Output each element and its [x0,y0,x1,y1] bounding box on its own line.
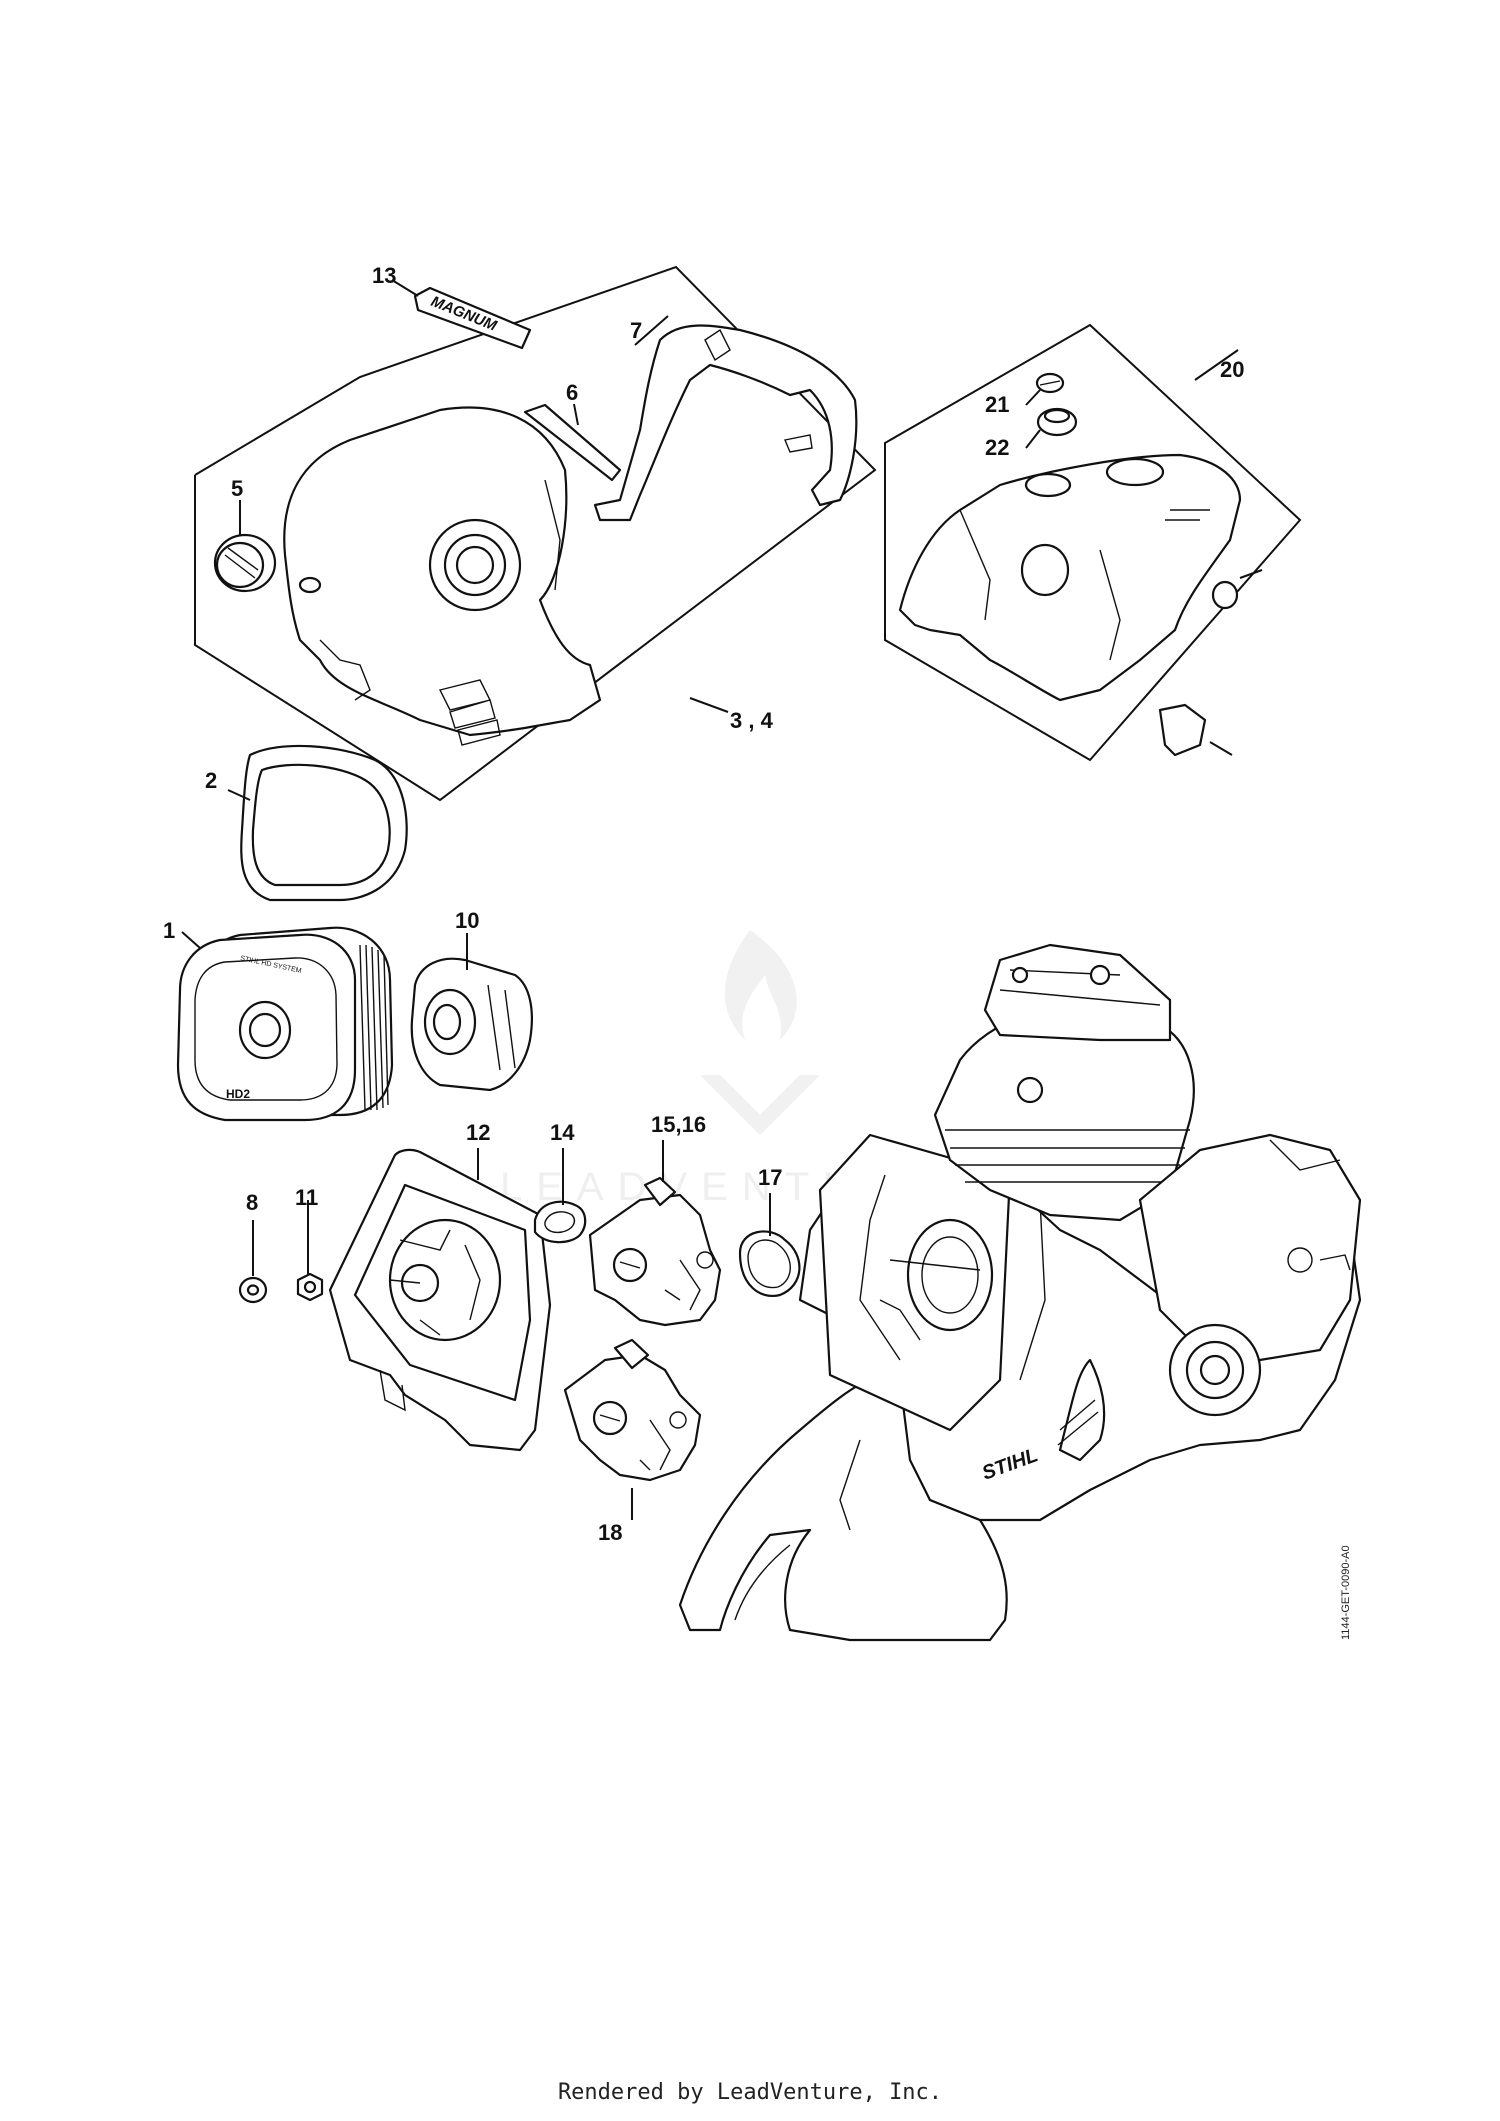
filter-badge-text: HD2 [226,1087,250,1101]
part-19-screw [1035,372,1065,394]
group-box-18 [884,323,1302,762]
part-7-handle [593,324,858,522]
part-8-magnum-decal: MAGNUM [413,286,532,350]
part-15-16-carburetor [563,1338,702,1482]
callout-13: 14 [550,1120,575,1145]
part-2-filter-band [240,744,408,902]
part-10-intake-fitting [410,957,533,1092]
callout-1: 1 [163,918,175,943]
part-17-gasket [738,1230,801,1298]
part-12-carb-box [328,1148,552,1452]
part-3-4-shroud-cover [283,406,602,746]
callout-19: 21 [985,392,1009,417]
part-5-knob [213,533,277,593]
drawing-number: 1144-GET-0090-A0 [1340,1545,1352,1640]
part-6-seal-strip [523,403,622,482]
part-11-nut [296,1272,324,1302]
callout-11: 11 [295,1185,318,1210]
part-22-clip [1158,703,1207,757]
part-20-grommet [1036,407,1078,437]
callout-12: 12 [466,1120,490,1145]
part-14-carburetor [588,1176,722,1327]
callout-5: 5 [231,476,243,501]
leader-lines [181,279,1263,1520]
part-9-washer [238,1276,268,1304]
clutch-side [1138,1133,1362,1417]
callout-18: 20 [1220,357,1244,382]
callout-9: 8 [246,1190,258,1215]
footer-credit: Rendered by LeadVenture, Inc. [557,2080,943,2105]
callout-2: 2 [205,768,217,793]
callout-6: 6 [566,380,578,405]
callout-14: 15,16 [651,1112,706,1137]
callout-8: 13 [372,263,396,288]
group-box-3-4 [194,265,877,802]
callout-20: 22 [985,435,1009,460]
part-18-top-cover [898,453,1242,702]
part-13-gasket [533,1200,587,1244]
part-1-air-filter: STIHL HD SYSTEM HD2 [176,926,394,1122]
chainsaw-body: STIHL [678,943,1362,1642]
callout-10: 10 [455,908,479,933]
callout-3-4: 3 , 4 [730,708,774,733]
callout-15-16: 18 [598,1520,622,1545]
cylinder-fins [933,943,1195,1222]
part-21-plug [1211,580,1239,610]
callout-7: 7 [630,318,642,343]
callout-17: 17 [758,1165,782,1190]
callouts: 13 7 6 5 3 , 4 20 21 22 2 1 10 12 14 15,… [163,263,1244,1545]
